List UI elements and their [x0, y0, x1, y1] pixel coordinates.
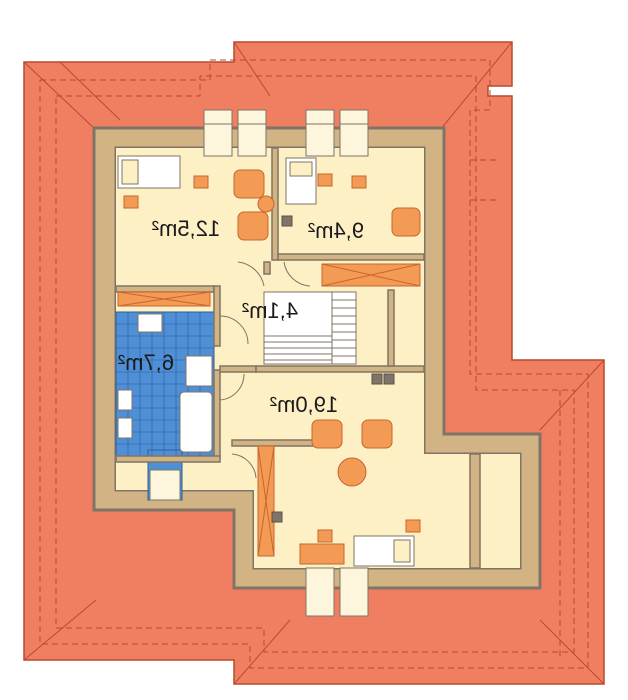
chair [233, 169, 265, 199]
chair [361, 419, 393, 449]
nightstand [351, 175, 367, 189]
nightstand [405, 519, 421, 533]
round-table [257, 195, 275, 213]
chair [311, 419, 343, 449]
bathroom-fixtures [117, 313, 213, 453]
furniture [123, 169, 421, 565]
chair [237, 211, 269, 241]
nightstand [193, 175, 209, 189]
doors [219, 261, 311, 479]
chimneys [271, 215, 395, 523]
roof-dashed-lines [39, 59, 589, 669]
area-label-bedroom-left: 12,5m² [152, 216, 220, 241]
windows [149, 109, 369, 617]
area-label-hallway: 4,1m² [242, 298, 298, 323]
nightstand [317, 529, 333, 543]
wardrobes [117, 263, 421, 557]
desk [299, 543, 345, 565]
nightstand [123, 195, 139, 209]
area-label-bathroom: 6,7m² [118, 350, 174, 375]
nightstand [317, 173, 333, 187]
staircase [263, 291, 357, 365]
area-label-bedroom-right: 9,4m² [308, 218, 364, 243]
beds [117, 155, 415, 567]
chair [391, 207, 421, 237]
round-table [337, 457, 367, 487]
area-label-living-room: 19,0m² [270, 392, 338, 417]
